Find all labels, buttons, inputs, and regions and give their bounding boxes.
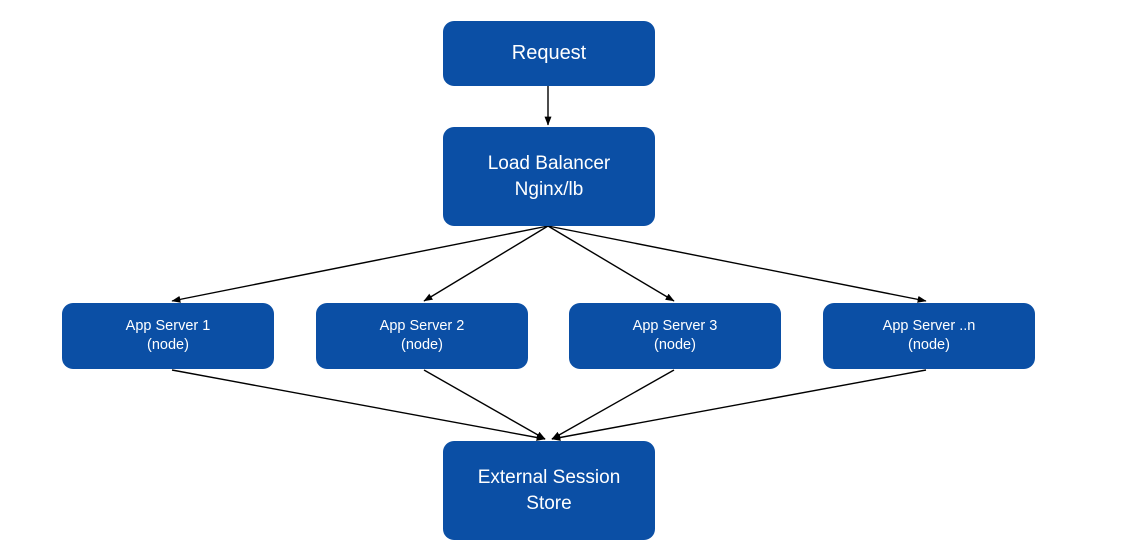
arrow-app3-to-store (551, 369, 675, 440)
node-app-server-1-sublabel: (node) (147, 337, 189, 353)
node-app-server-2-sublabel: (node) (401, 337, 443, 353)
node-load-balancer-sublabel: Nginx/lb (514, 178, 584, 200)
node-request[interactable]: Request (443, 21, 655, 86)
arrow-lb-to-appn (547, 225, 927, 303)
node-load-balancer-label: Load Balancer (487, 153, 611, 175)
arrow-app1-to-store (171, 369, 546, 441)
node-app-server-1-label: App Server 1 (125, 317, 211, 334)
arrow-lb-to-app2 (423, 225, 549, 302)
arrow-lb-to-app1 (171, 225, 549, 303)
node-app-server-3-sublabel: (node) (654, 337, 696, 353)
arrow-lb-to-app3 (547, 225, 675, 302)
node-external-session-store-label: External Session (477, 467, 621, 489)
node-external-session-store-sublabel: Store (526, 492, 572, 514)
arrow-appn-to-store (551, 369, 927, 441)
node-app-server-n[interactable]: App Server ..n (node) (823, 303, 1035, 369)
node-app-server-3[interactable]: App Server 3 (node) (569, 303, 781, 369)
node-app-server-2[interactable]: App Server 2 (node) (316, 303, 528, 369)
node-request-label: Request (511, 42, 587, 65)
arrow-app2-to-store (423, 369, 546, 440)
node-app-server-3-label: App Server 3 (632, 317, 718, 334)
node-app-server-n-sublabel: (node) (908, 337, 950, 353)
node-app-server-1[interactable]: App Server 1 (node) (62, 303, 274, 369)
node-app-server-n-label: App Server ..n (882, 317, 976, 334)
node-app-server-2-label: App Server 2 (379, 317, 465, 334)
